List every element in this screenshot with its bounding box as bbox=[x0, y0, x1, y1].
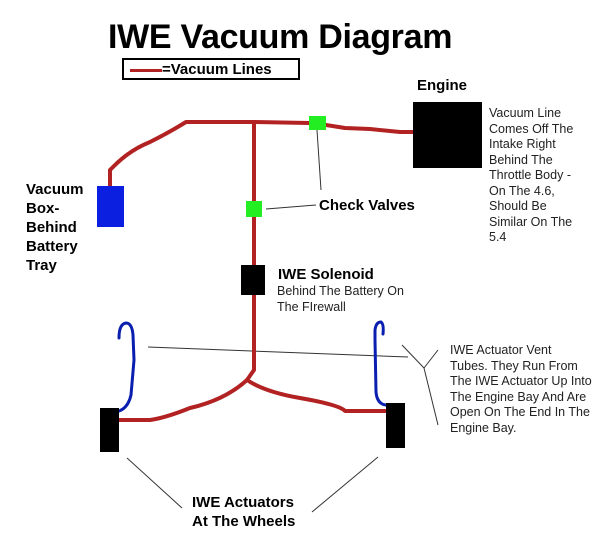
engine-note: Vacuum Line Comes Off The Intake Right B… bbox=[489, 106, 574, 244]
check-valve-top bbox=[309, 116, 326, 130]
vacuum-line-lower-vertical bbox=[245, 293, 256, 382]
iwe-solenoid bbox=[241, 265, 265, 295]
leader-actuator-left bbox=[126, 457, 183, 509]
vacuum-line-top bbox=[108, 120, 311, 188]
legend: =Vacuum Lines bbox=[122, 58, 300, 80]
leader-check-valve-top bbox=[316, 129, 322, 191]
vent-tubes-note: IWE Actuator Vent Tubes. They Run From T… bbox=[450, 343, 592, 435]
leader-check-valve-bottom bbox=[265, 204, 317, 210]
check-valves-label: Check Valves bbox=[319, 197, 415, 214]
diagram-title: IWE Vacuum Diagram bbox=[108, 18, 453, 56]
vacuum-box-label: Vacuum Box- Behind Battery Tray bbox=[26, 181, 84, 274]
engine-label: Engine bbox=[417, 77, 468, 94]
vacuum-line-to-engine bbox=[324, 123, 415, 134]
solenoid-label: IWE Solenoid bbox=[278, 266, 374, 283]
vent-tube-left bbox=[117, 321, 136, 413]
legend-vacuum-line-swatch bbox=[130, 69, 162, 72]
vacuum-box bbox=[97, 186, 124, 227]
legend-label: =Vacuum Lines bbox=[162, 61, 272, 78]
leader-vent-note-bottom bbox=[423, 367, 439, 426]
vent-tube-right bbox=[373, 320, 388, 407]
actuators-label: IWE Actuators At The Wheels bbox=[192, 494, 296, 530]
leader-vent-tube-right bbox=[401, 344, 425, 369]
actuator-right bbox=[386, 403, 405, 448]
solenoid-note: Behind The Battery On The FIrewall bbox=[277, 284, 404, 314]
leader-actuator-right bbox=[311, 456, 379, 513]
engine-block bbox=[413, 102, 482, 168]
leader-vent-tube-left bbox=[147, 346, 409, 358]
leader-vent-note-top bbox=[423, 349, 439, 369]
vacuum-line-right-wheel bbox=[245, 378, 388, 413]
actuator-left bbox=[100, 408, 119, 452]
check-valve-bottom bbox=[246, 201, 262, 217]
vacuum-line-left-wheel bbox=[117, 378, 249, 422]
